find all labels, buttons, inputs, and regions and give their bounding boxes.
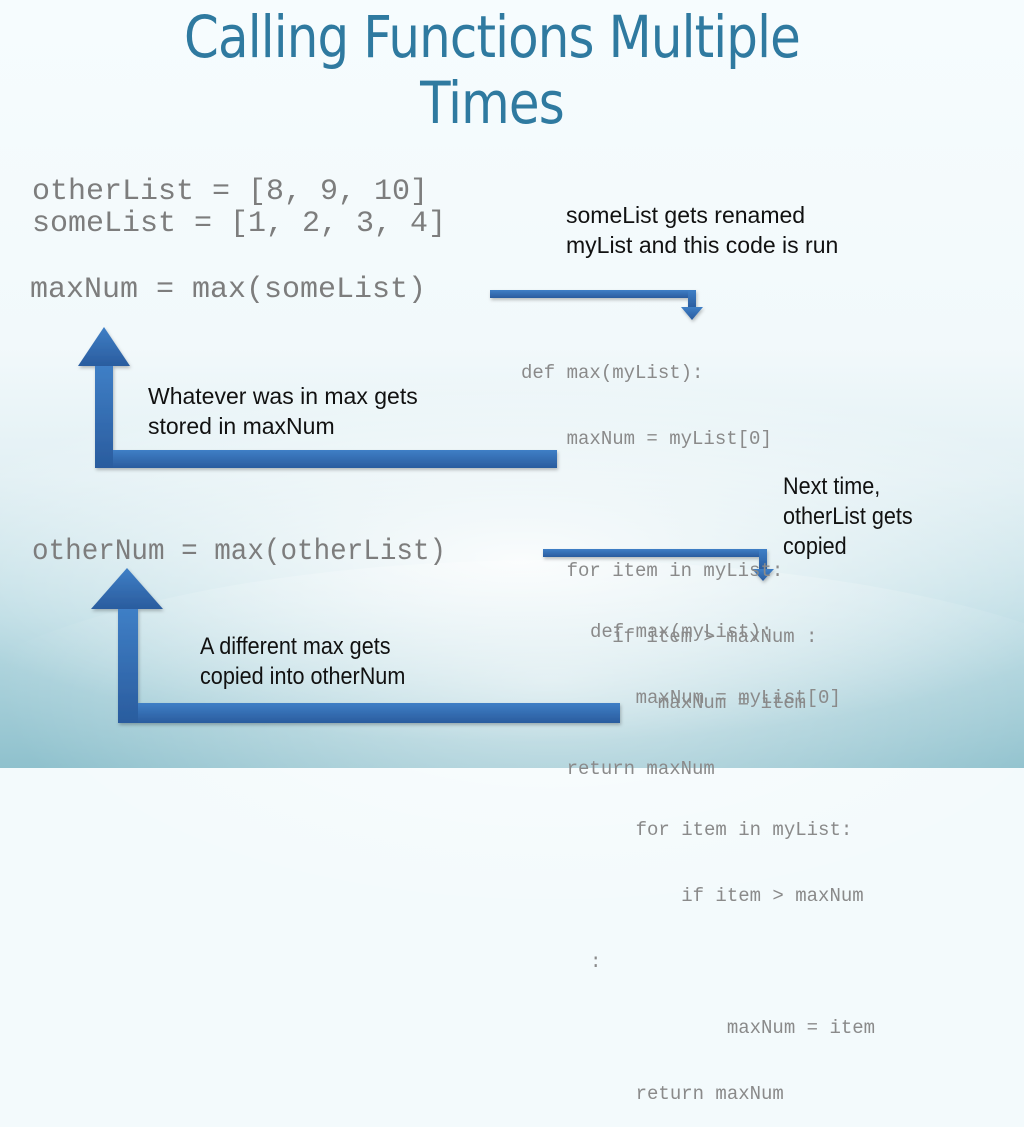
code-line: for item in myList: [521,560,784,582]
note-line: stored in maxNum [148,413,335,439]
code-line: if item > maxNum [590,885,864,907]
note-line: Whatever was in max gets [148,383,418,409]
code-line: def max(myList): [590,621,773,643]
code-line: : [590,951,602,973]
code-line: maxNum = item [521,692,807,714]
other-list-assignment: otherList = [8, 9, 10] [32,175,429,209]
call-arrow-2 [543,549,774,581]
note-stored: Whatever was in max gets stored in maxNu… [148,381,418,441]
note-renamed: someList gets renamed myList and this co… [566,200,838,260]
call-arrow-1 [490,290,703,320]
code-line: if item > maxNum : [521,626,818,648]
code-line: maxNum = item [590,1017,876,1039]
note-line: myList and this code is run [566,232,839,258]
note-line: someList gets renamed [566,202,806,228]
note-line: A different max gets [200,633,391,660]
code-line: return maxNum [590,1083,784,1105]
slide-title: Calling Functions Multiple Times [69,4,915,136]
title-line-1: Calling Functions Multiple [184,3,801,71]
return-arrow-2 [91,568,620,723]
note-line: copied into otherNum [200,663,406,690]
note-next-time: Next time, otherList gets copied [783,472,913,562]
title-line-2: Times [420,69,565,137]
note-line: copied [783,533,847,560]
note-line: otherList gets [783,503,913,530]
note-different-max: A different max gets copied into otherNu… [200,632,405,692]
code-line: maxNum = myList[0] [521,428,772,450]
code-line: for item in myList: [590,819,853,841]
flow-arrows [78,290,774,723]
code-line [521,494,817,516]
return-arrow-1 [78,327,557,468]
max-num-call: maxNum = max(someList) [30,273,427,307]
function-copy-2: def max(myList): maxNum = myList[0] for … [590,577,875,1127]
code-line: def max(myList): [521,362,704,384]
note-line: Next time, [783,473,881,500]
other-num-call: otherNum = max(otherList) [32,535,447,569]
code-line: maxNum = myList[0] [590,687,841,709]
some-list-assignment: someList = [1, 2, 3, 4] [32,207,447,241]
function-copy-1: def max(myList): maxNum = myList[0] for … [521,318,817,802]
code-line [590,753,875,775]
